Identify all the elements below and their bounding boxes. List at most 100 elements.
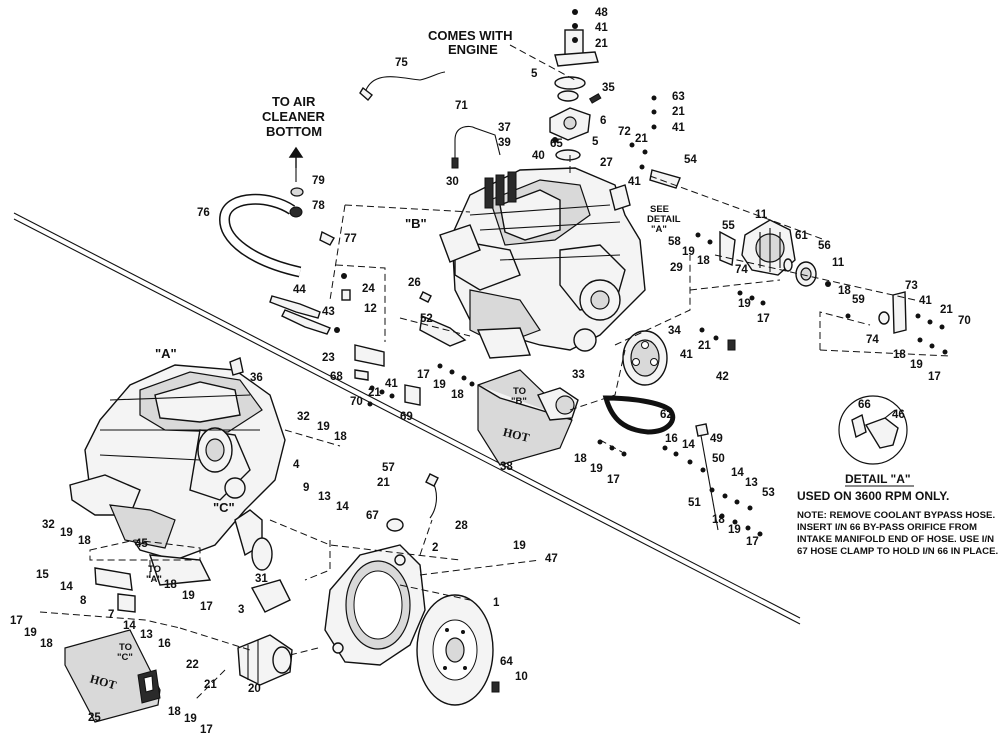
separator-line	[13, 218, 801, 625]
callout-79: 79	[312, 175, 325, 187]
callout-41d: 41	[919, 295, 932, 307]
callout-18j: 18	[40, 638, 53, 650]
callout-11: 11	[755, 209, 768, 221]
callout-40: 40	[532, 150, 545, 162]
ref-b: "B"	[405, 216, 427, 231]
to-b-label-2: "B"	[511, 396, 527, 407]
callout-18i: 18	[164, 579, 177, 591]
callout-53: 53	[762, 487, 775, 499]
callout-18e: 18	[334, 431, 347, 443]
callout-17d: 17	[746, 536, 759, 548]
callout-43: 43	[322, 306, 335, 318]
comes-with-engine-label: COMES WITH	[428, 28, 513, 43]
callout-17e: 17	[607, 474, 620, 486]
callout-18c: 18	[893, 349, 906, 361]
callout-5: 5	[531, 68, 538, 80]
callout-28: 28	[455, 520, 468, 532]
detail-a-title: DETAIL "A"	[845, 472, 911, 486]
note-line-2: INSERT I/N 66 BY-PASS ORIFICE FROM	[797, 522, 977, 533]
callout-45: 45	[135, 538, 148, 550]
callout-11b: 11	[832, 257, 845, 269]
callout-26: 26	[408, 277, 421, 289]
callout-41f: 41	[680, 349, 693, 361]
callout-13b: 13	[745, 477, 758, 489]
bracket-68	[354, 369, 369, 381]
callout-69: 69	[400, 411, 413, 423]
callout-49: 49	[710, 433, 723, 445]
callout-5b: 5	[592, 136, 599, 148]
callout-18: 18	[697, 255, 710, 267]
callout-41: 41	[595, 22, 608, 34]
note-line-3: INTAKE MANIFOLD END OF HOSE. USE I/N	[797, 534, 994, 545]
callout-46: 46	[892, 409, 905, 421]
callout-54: 54	[684, 154, 697, 166]
callout-21: 21	[595, 38, 608, 50]
gasket-31	[251, 537, 273, 571]
callout-62: 62	[660, 409, 673, 421]
callout-58: 58	[668, 236, 681, 248]
air-cleaner-label-2: CLEANER	[262, 109, 325, 124]
callout-27: 27	[600, 157, 613, 169]
plate-52	[419, 314, 467, 347]
callout-48: 48	[595, 7, 608, 19]
callout-2: 2	[432, 542, 438, 554]
bracket-73	[878, 291, 948, 355]
callout-21h: 21	[204, 679, 217, 691]
callout-57: 57	[382, 462, 395, 474]
callout-19d: 19	[433, 379, 446, 391]
callout-56: 56	[818, 240, 831, 252]
callout-59: 59	[852, 294, 865, 306]
callout-17h: 17	[200, 724, 213, 736]
callout-19i: 19	[60, 527, 73, 539]
dipstick-50	[699, 429, 719, 531]
callout-70: 70	[958, 315, 971, 327]
callout-8: 8	[80, 595, 87, 607]
callout-9: 9	[303, 482, 309, 494]
callout-30: 30	[446, 176, 459, 188]
pulley-34	[622, 327, 736, 386]
comes-with-engine-label-2: ENGINE	[448, 42, 498, 57]
belt-62	[602, 395, 676, 435]
air-cleaner-label: TO AIR	[272, 94, 316, 109]
callout-34: 34	[668, 325, 681, 337]
callout-31: 31	[255, 573, 268, 585]
callout-17: 17	[757, 313, 770, 325]
flywheel-1	[416, 594, 500, 706]
callout-47: 47	[545, 553, 558, 565]
callout-22: 22	[186, 659, 199, 671]
callout-24: 24	[362, 283, 375, 295]
arrow-up-icon	[288, 146, 304, 168]
to-a-label: TO	[148, 564, 161, 575]
callout-17g: 17	[10, 615, 23, 627]
callout-50: 50	[712, 453, 725, 465]
callout-21f: 21	[698, 340, 711, 352]
callout-55: 55	[722, 220, 735, 232]
clamp-67	[386, 518, 404, 532]
callout-16: 16	[665, 433, 678, 445]
callout-18d: 18	[451, 389, 464, 401]
heat-shield-25	[64, 629, 161, 723]
callout-73: 73	[905, 280, 918, 292]
callout-32: 32	[297, 411, 310, 423]
cable-75	[365, 71, 446, 91]
callout-66: 66	[858, 399, 871, 411]
callout-41c: 41	[628, 176, 641, 188]
callout-18b: 18	[838, 285, 851, 297]
callout-41e: 41	[385, 378, 398, 390]
note-line-4: 67 HOSE CLAMP TO HOLD I/N 66 IN PLACE.	[797, 546, 998, 557]
callout-13: 13	[318, 491, 331, 503]
callout-29: 29	[670, 262, 683, 274]
bracket-8	[94, 567, 133, 591]
callout-51: 51	[688, 497, 701, 509]
callout-37: 37	[498, 122, 511, 134]
callout-19b: 19	[738, 298, 751, 310]
plate-3	[250, 579, 291, 613]
wire-71	[454, 125, 501, 165]
callout-21b: 21	[672, 106, 685, 118]
callout-74: 74	[735, 264, 748, 276]
callout-16b: 16	[158, 638, 171, 650]
callout-44: 44	[293, 284, 306, 296]
callout-10: 10	[515, 671, 528, 683]
